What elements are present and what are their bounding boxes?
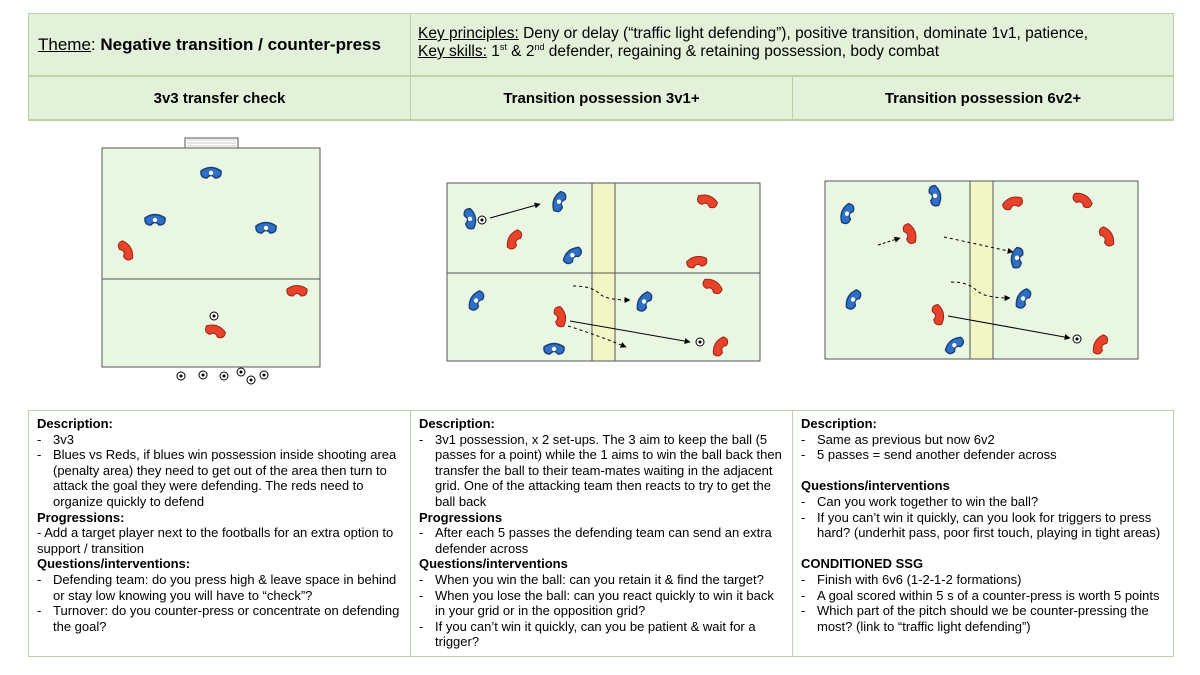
run-arrow-icon <box>950 281 1011 301</box>
list-item: -5 passes = send another defender across <box>801 447 1057 463</box>
list-item: -Can you work together to win the ball? <box>801 493 1039 509</box>
column-title-2: Transition possession 3v1+ <box>410 76 793 121</box>
progressions-heading: Progressions: <box>37 509 125 525</box>
run-arrow-icon <box>567 325 627 348</box>
description-heading: Description: <box>801 416 877 431</box>
skills-rest: defender, regaining & retaining possessi… <box>548 43 940 60</box>
skills-second-sup: nd <box>534 41 545 52</box>
list-item: -Finish with 6v6 (1-2-1-2 formations) <box>801 571 1022 587</box>
theme-label: Theme <box>38 34 91 54</box>
diagram-6v2 <box>824 180 1139 360</box>
principles-text: Deny or delay (“traffic light defending”… <box>523 25 1089 42</box>
list-item: -If you can’t win it quickly, can you be… <box>419 618 756 650</box>
skills-and: & 2 <box>511 43 535 60</box>
description-heading: Description: <box>419 416 495 431</box>
description-cell-1: Description: -3v3 -Blues vs Reds, if blu… <box>28 410 411 657</box>
description-cell-2: Description: -3v1 possession, x 2 set-up… <box>410 410 793 657</box>
football-icon <box>236 367 246 377</box>
transfer-zone <box>591 182 616 362</box>
questions-heading: Questions/interventions <box>801 478 950 494</box>
theme-value: Negative transition / counter-press <box>100 34 381 54</box>
list-item: -When you lose the ball: can you react q… <box>419 587 774 619</box>
progression-text: - Add a target player next to the footba… <box>37 525 394 556</box>
list-item: -If you can’t win it quickly, can you lo… <box>801 509 1161 541</box>
list-item: -Which part of the pitch should we be co… <box>801 603 1149 634</box>
list-item: -Turnover: do you counter-press or conce… <box>37 603 400 634</box>
list-item: -3v1 possession, x 2 set-ups. The 3 aim … <box>419 431 782 509</box>
football-icon <box>198 370 208 380</box>
principles-cell: Key principles: Deny or delay (“traffic … <box>410 13 1174 76</box>
skills-label: Key skills: <box>418 43 487 60</box>
description-heading: Description: <box>37 416 113 431</box>
ssg-heading: CONDITIONED SSG <box>801 556 924 572</box>
football-icon <box>209 311 219 321</box>
football-icon <box>477 215 487 225</box>
football-icon <box>259 370 269 380</box>
pass-arrow-icon <box>489 202 541 219</box>
football-icon <box>219 371 229 381</box>
diagram-3v3 <box>101 137 321 385</box>
list-item: -Defending team: do you press high & lea… <box>37 571 397 603</box>
skills-first: 1 <box>491 43 500 60</box>
pass-arrow-icon <box>947 315 1071 340</box>
pass-arrow-icon <box>569 320 691 345</box>
column-title-1: 3v3 transfer check <box>28 76 411 121</box>
list-item: -A goal scored within 5 s of a counter-p… <box>801 587 1160 603</box>
progressions-heading: Progressions <box>419 509 503 525</box>
questions-heading: Questions/interventions <box>419 556 568 572</box>
principles-label: Key principles: <box>418 25 519 42</box>
transfer-zone <box>969 180 994 360</box>
football-icon <box>246 375 256 385</box>
list-item: -When you win the ball: can you retain i… <box>419 571 764 587</box>
football-icon <box>176 371 186 381</box>
questions-heading: Questions/interventions: <box>37 556 191 572</box>
list-item: -3v3 <box>37 431 74 447</box>
skills-first-sup: st <box>499 41 507 52</box>
list-item: -Same as previous but now 6v2 <box>801 431 995 447</box>
theme-cell: Theme: Negative transition / counter-pre… <box>28 13 411 76</box>
football-icon <box>695 337 705 347</box>
theme-colon: : <box>90 34 96 54</box>
goal-icon <box>184 137 239 149</box>
pass-arrow-icon <box>877 236 901 246</box>
description-cell-3: Description: -Same as previous but now 6… <box>792 410 1174 657</box>
list-item: -After each 5 passes the defending team … <box>419 525 772 556</box>
column-title-3: Transition possession 6v2+ <box>792 76 1174 121</box>
football-icon <box>1072 334 1082 344</box>
list-item: -Blues vs Reds, if blues win possession … <box>37 447 397 509</box>
diagram-3v1 <box>446 182 761 362</box>
